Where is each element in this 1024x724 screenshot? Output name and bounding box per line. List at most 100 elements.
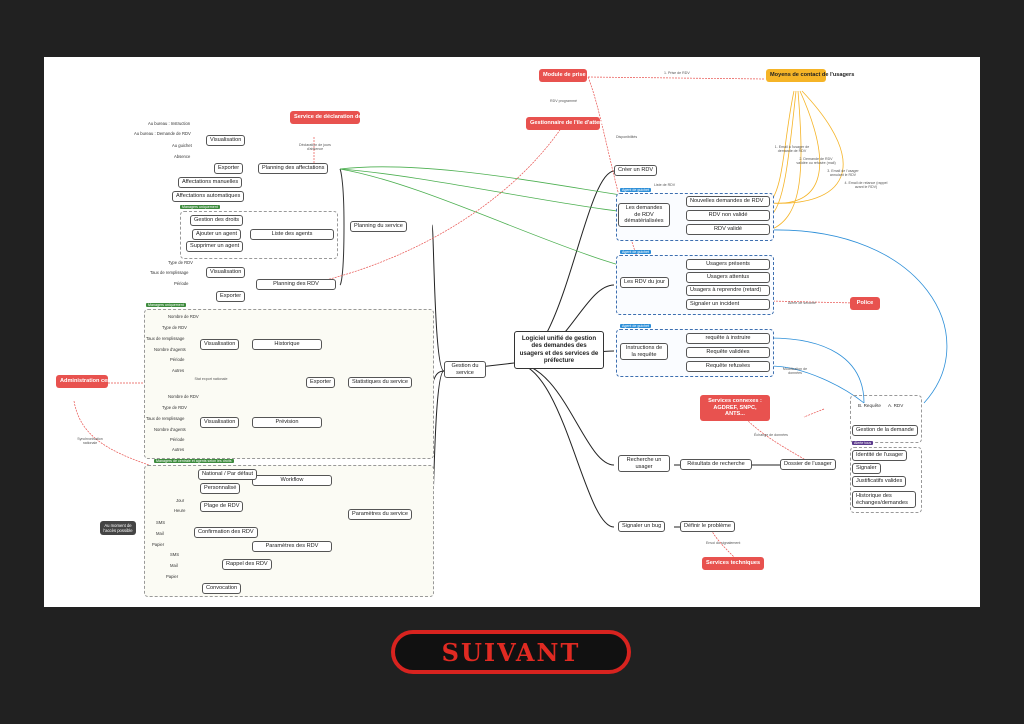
visu-affect-item-2: Au guichet	[172, 143, 192, 148]
affectations-manuelles[interactable]: Affectations manuelles	[178, 177, 243, 188]
exporter-affect[interactable]: Exporter	[214, 163, 244, 174]
liste-agents[interactable]: Liste des agents	[250, 229, 334, 240]
historique-node[interactable]: Historique	[252, 339, 322, 350]
confirmation-item-1: Mail	[156, 531, 164, 536]
definir-probleme[interactable]: Définir le problème	[680, 521, 735, 532]
lbl-disponibilite: Disponibilités	[616, 135, 638, 139]
workflow-node[interactable]: Workflow	[252, 475, 332, 486]
planning-affectations[interactable]: Planning des affectations	[258, 163, 329, 174]
affectations-automatiques[interactable]: Affectations automatiques	[172, 191, 245, 202]
rdv-non-valide[interactable]: RDV non validé	[686, 210, 770, 221]
planning-du-service[interactable]: Planning du service	[350, 221, 407, 232]
police-node[interactable]: Police	[850, 297, 880, 310]
exporter-rdv[interactable]: Exporter	[216, 291, 246, 302]
next-button[interactable]: SUIVANT	[391, 630, 631, 674]
lbl-email-usager: 1. Email à l'usager de demande de RDV	[774, 145, 810, 154]
resultats-recherche[interactable]: Résultats de recherche	[680, 459, 752, 470]
lbl-stat-export: Stat export nationale	[194, 377, 228, 381]
creer-rdv[interactable]: Créer un RDV	[614, 165, 658, 176]
hist-item-4: Période	[170, 357, 185, 362]
rappel-rdv[interactable]: Rappel des RDV	[222, 559, 272, 570]
hist-item-1: Type de RDV	[162, 325, 187, 330]
requete-validees[interactable]: Requête validées	[686, 347, 770, 358]
lbl-email-annulation: 3. Email de l'usager annulant le RDV	[827, 169, 859, 178]
lbl-synchronisation: Synchronisation nationale	[77, 437, 103, 446]
visualisation-hist[interactable]: Visualisation	[200, 339, 240, 350]
signaler-incident[interactable]: Signaler un incident	[686, 299, 770, 310]
gestion-du-service[interactable]: Gestion du service	[444, 361, 486, 379]
recherche-usager[interactable]: Recherche un usager	[618, 455, 670, 473]
parametres-service[interactable]: Paramètres du service	[348, 509, 412, 520]
service-declaration-absence[interactable]: Service de déclaration des jours d'absen…	[290, 111, 409, 124]
dossier-group	[850, 447, 922, 513]
a-rdv[interactable]: A. RDV	[888, 403, 904, 408]
moyens-contact[interactable]: Moyens de contact de l'usagers	[766, 69, 854, 82]
prev-item-1: Type de RDV	[162, 405, 187, 410]
identite-usager[interactable]: Identité de l'usager	[852, 450, 908, 461]
prevision-node[interactable]: Prévision	[252, 417, 322, 428]
statistiques-service[interactable]: Statistiques du service	[348, 377, 412, 388]
module-prise-rdv[interactable]: Module de prise de RDV	[539, 69, 607, 82]
visualisation-affect[interactable]: Visualisation	[206, 135, 246, 146]
dossier-usager[interactable]: Dossier de l'usager	[780, 459, 836, 470]
hist-item-2: Taux de remplissage	[146, 336, 185, 341]
gestion-demande[interactable]: Gestion de la demande	[852, 425, 918, 436]
historique-echanges[interactable]: Historique des échanges/demandes	[852, 491, 916, 509]
national-par-defaut[interactable]: National / Par défaut	[198, 469, 257, 480]
personnalise-node[interactable]: Personnalisé	[200, 483, 241, 494]
usagers-attentus[interactable]: Usagers attentus	[686, 272, 770, 283]
usagers-presents[interactable]: Usagers présents	[686, 259, 770, 270]
prev-item-0: Nombre de RDV	[168, 394, 199, 399]
prev-item-3: Nombre d'agents	[154, 427, 186, 432]
rdv-du-jour[interactable]: Les RDV du jour	[620, 277, 670, 288]
signaler-node[interactable]: Signaler	[852, 463, 881, 474]
tag-agent-guichet-1: Agent de guichet	[620, 188, 651, 192]
params-group	[144, 465, 434, 597]
convocation-node[interactable]: Convocation	[202, 583, 242, 594]
gestion-droits[interactable]: Gestion des droits	[190, 215, 244, 226]
planning-rdv[interactable]: Planning des RDV	[256, 279, 336, 290]
ajouter-agent[interactable]: Ajouter un agent	[192, 229, 242, 240]
visu-affect-item-3: Absence	[174, 154, 191, 159]
hist-item-0: Nombre de RDV	[168, 314, 199, 319]
visu-rdv-item-1: Taux de remplissage	[150, 270, 189, 275]
services-techniques[interactable]: Services techniques	[702, 557, 764, 570]
exporter-stats[interactable]: Exporter	[306, 377, 336, 388]
central-node[interactable]: Logiciel unifié de gestion des demandes …	[514, 331, 604, 369]
confirmation-item-0: SMS	[156, 520, 166, 525]
rdv-valide[interactable]: RDV validé	[686, 224, 770, 235]
confirmation-rdv[interactable]: Confirmation des RDV	[194, 527, 258, 538]
tag-agent-guichet-2: Agent de guichet	[620, 250, 651, 254]
visualisation-rdv[interactable]: Visualisation	[206, 267, 246, 278]
tag-agent-guichet-3: Agent de guichet	[620, 324, 651, 328]
lbl-besoin-securite: Alerte de sécurité	[788, 301, 816, 305]
administration-centrale[interactable]: Administration centrale	[56, 375, 122, 388]
requete-group	[850, 395, 922, 443]
gestionnaire-file-attente[interactable]: Gestionnaire de l'ile d'attente de la pr…	[526, 117, 651, 130]
plage-rdv[interactable]: Plage de RDV	[200, 501, 244, 512]
agents-group	[180, 211, 338, 259]
rappel-item-2: Papier	[166, 574, 179, 579]
signaler-bug[interactable]: Signaler un bug	[618, 521, 666, 532]
hist-item-3: Nombre d'agents	[154, 347, 186, 352]
nouvelles-demandes[interactable]: Nouvelles demandes de RDV	[686, 196, 770, 207]
plage-item-1: Heure	[174, 508, 186, 513]
lbl-demande-validee: 2. Demande de RDV validée ou refusée (ma…	[796, 157, 836, 166]
services-connexes[interactable]: Services connexes : AGDREF, SNPC, ANTS..…	[700, 395, 770, 422]
instructions-requete[interactable]: Instructions de la requête	[620, 343, 668, 361]
usagers-reprendre[interactable]: Usagers à reprendre (retard)	[686, 285, 770, 296]
lbl-prise-rdv: 1. Prise de RDV	[664, 71, 690, 75]
visu-rdv-item-2: Période	[174, 281, 189, 286]
supprimer-agent[interactable]: Supprimer un agent	[186, 241, 244, 252]
lbl-envoi-signalement: Envoi du signalement	[706, 541, 741, 545]
mindmap-canvas: Module de prise de RDV Moyens de contact…	[44, 57, 980, 607]
justificatifs-node[interactable]: Justificatifs valides	[852, 476, 907, 487]
requete-instruite[interactable]: requête à instruire	[686, 333, 770, 344]
demandes-dematerialisees[interactable]: Les demandes de RDV dématérialisées	[618, 203, 670, 228]
b-requete[interactable]: B. Requête	[858, 403, 881, 408]
visu-affect-item-1: Au bureau : Demande de RDV	[134, 131, 191, 136]
requete-refusees[interactable]: Requête refusées	[686, 361, 770, 372]
parametres-rdv[interactable]: Paramètres des RDV	[252, 541, 332, 552]
visu-affect-item-0: Au bureau : Instruction	[148, 121, 191, 126]
visualisation-prev[interactable]: Visualisation	[200, 417, 240, 428]
